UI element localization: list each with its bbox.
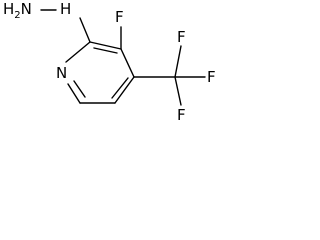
hydrazine-nh2-label: H2N (3, 0, 32, 21)
bond-c4-c5-inner (111, 77, 129, 99)
bond-cf3-f-top (174, 45, 182, 78)
bond-cf3-f-bottom (174, 76, 182, 106)
molecule-drawing: H2N H N F F F F (3, 0, 216, 124)
cf3-fluorine-bottom-label: F (177, 106, 186, 124)
bond-c2-c3 (89, 41, 122, 50)
ring-nitrogen-label: N (56, 64, 67, 82)
bond-c6-n1 (67, 83, 81, 104)
bond-c4-c5 (114, 76, 135, 104)
cf3-fluorine-right-label: F (207, 68, 216, 86)
bond-c6-n1-inner (73, 80, 86, 98)
structure-canvas: H2N H N F F F F (0, 0, 230, 126)
ring-fluorine-label: F (115, 8, 124, 26)
cf3-fluorine-top-label: F (177, 28, 186, 46)
hydrazine-nh-label: H (60, 0, 71, 18)
bond-c2-c3-inner (93, 47, 118, 54)
bond-c2-nh (79, 17, 91, 43)
bond-c3-c4 (120, 48, 135, 78)
bond-c2-n1 (65, 41, 91, 63)
